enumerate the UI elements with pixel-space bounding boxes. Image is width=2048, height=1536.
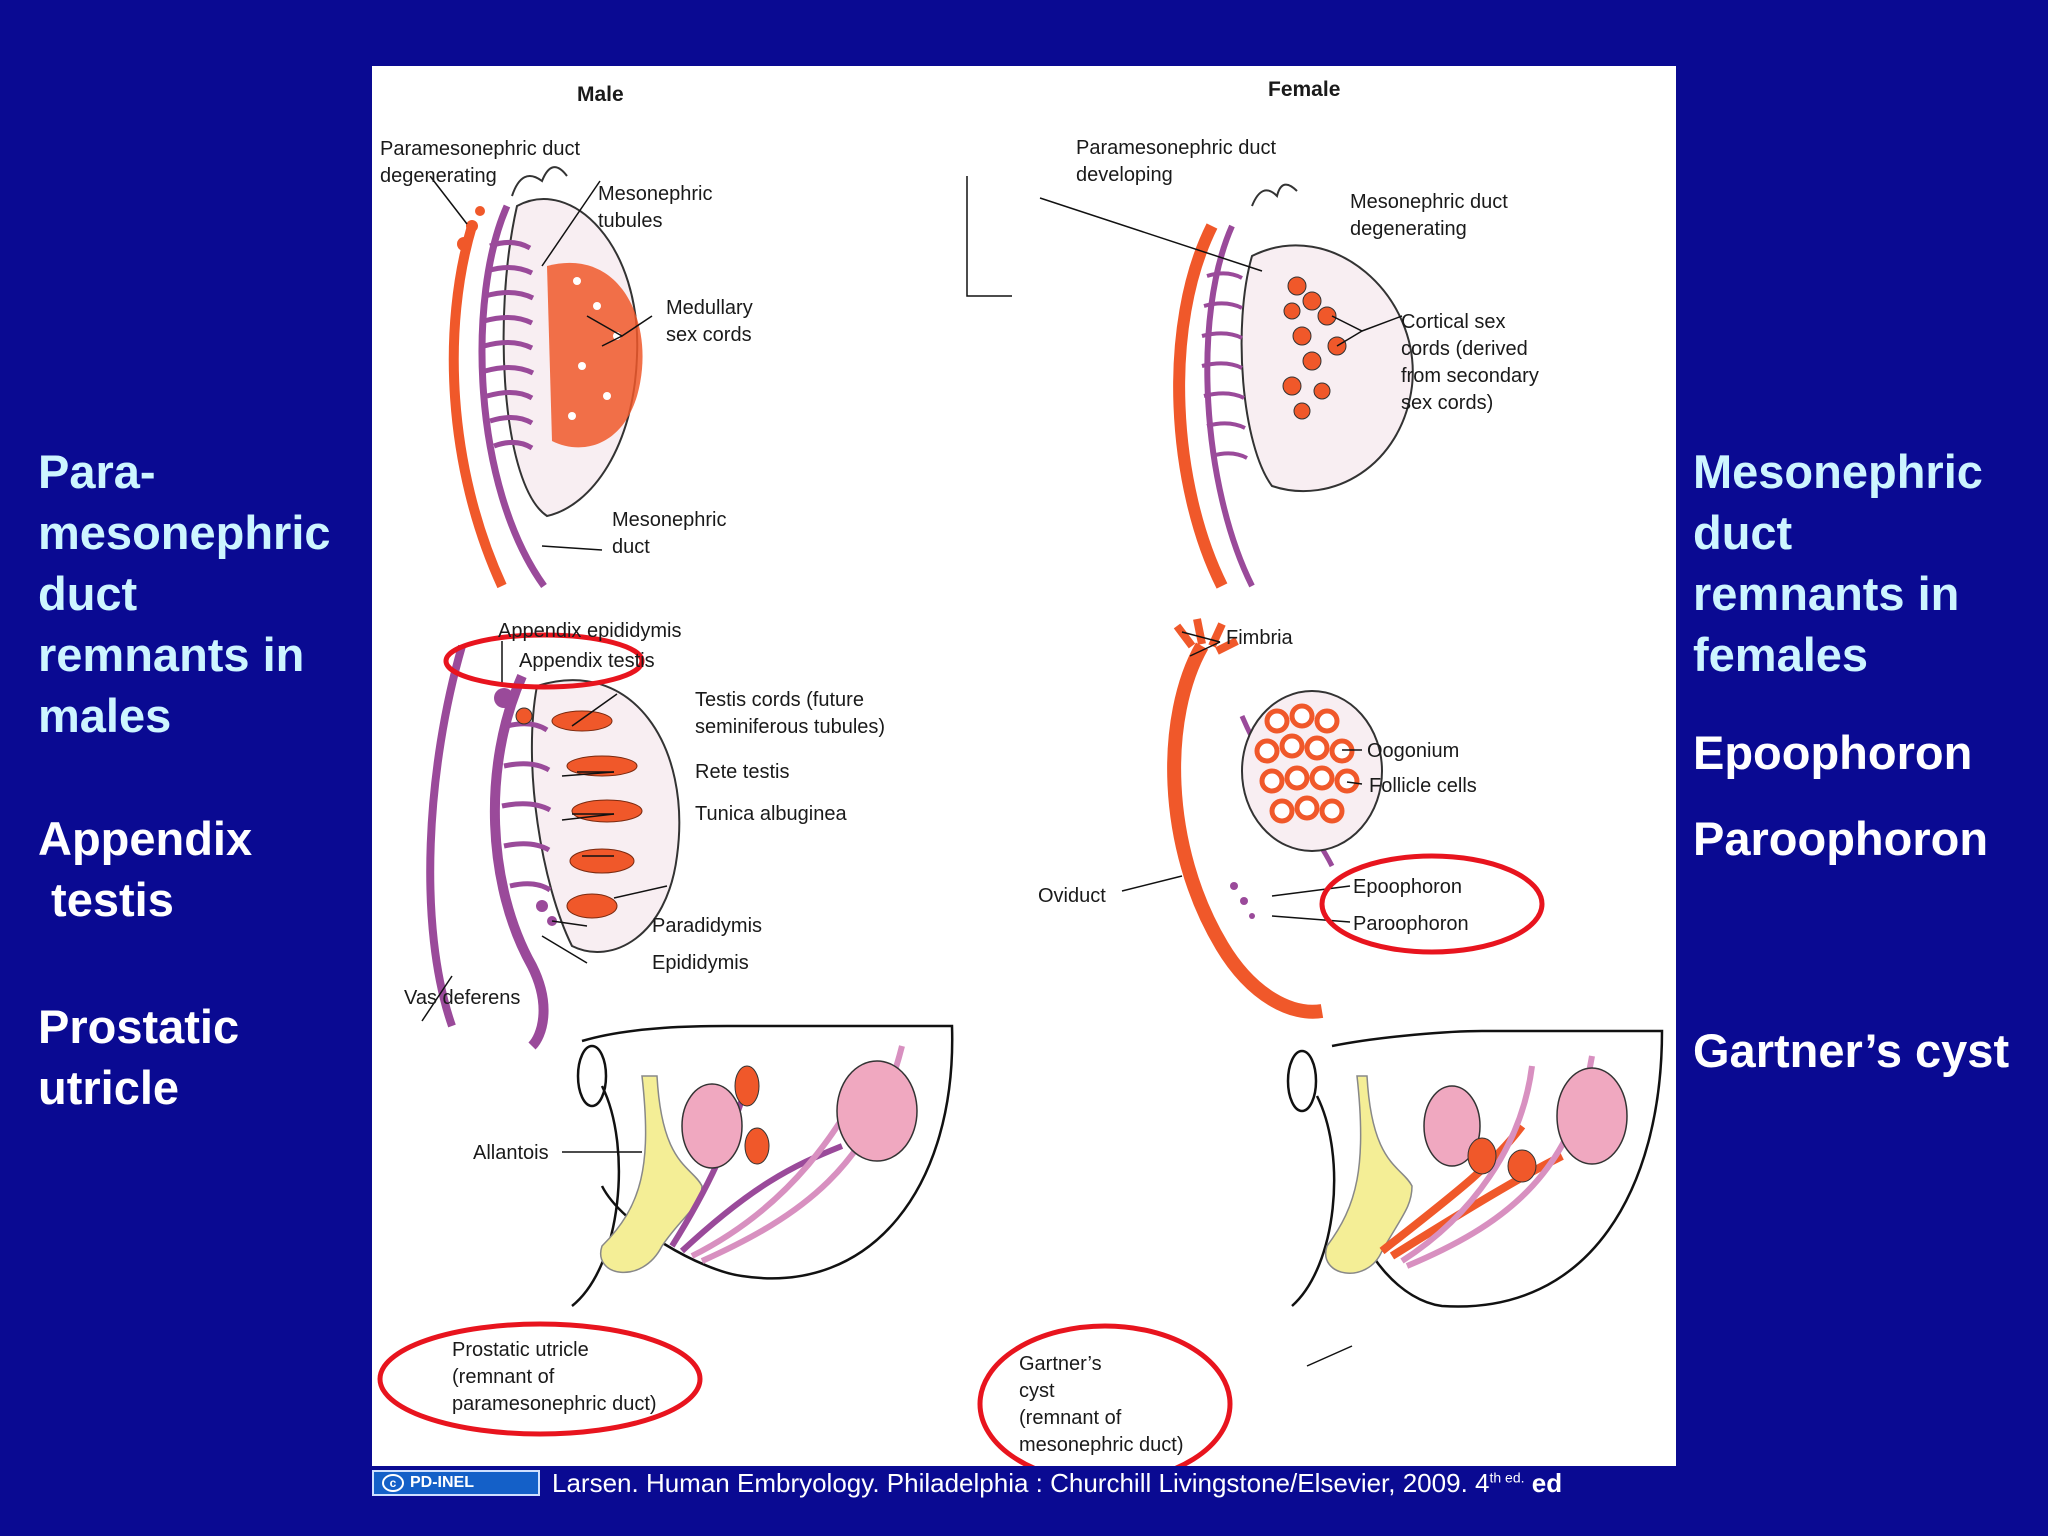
highlight-prostatic-utricle <box>377 1321 703 1437</box>
highlight-gartners-cyst <box>977 1323 1233 1466</box>
label-oogonium: Oogonium <box>1367 740 1459 762</box>
left-prostatic-utricle: Prostatic utricle <box>38 996 239 1118</box>
label-appendix-testis: Appendix testis <box>519 650 655 672</box>
right-title-line: females <box>1693 628 1869 681</box>
label-epididymis: Epididymis <box>652 952 749 974</box>
citation-footer: c PD-INEL Larsen. Human Embryology. Phil… <box>372 1466 1676 1502</box>
left-appendix-line: Appendix <box>38 812 253 865</box>
right-title-line: duct <box>1693 506 1793 559</box>
male-middle-diagram: Appendix epididymis Appendix testis Test… <box>404 620 885 1050</box>
left-annotations: Para- mesonephric duct remnants in males <box>38 441 331 746</box>
label-paradidymis: Paradidymis <box>652 915 762 937</box>
female-header: Female <box>1268 78 1340 101</box>
highlight-epoophoron-paroophoron <box>1319 853 1545 955</box>
left-appendix-testis: Appendix testis <box>38 808 252 930</box>
male-header: Male <box>577 83 624 106</box>
left-title-line: males <box>38 689 172 742</box>
female-middle-diagram: Fimbria Oogonium Follicle cells Oviduct … <box>1038 618 1545 1019</box>
left-appendix-line: testis <box>38 873 174 926</box>
label-paroophoron: Paroophoron <box>1353 913 1469 935</box>
label-tunica-albuginea: Tunica albuginea <box>695 803 847 825</box>
citation-main: Larsen. Human Embryology. Philadelphia :… <box>552 1468 1490 1498</box>
right-title-line: Mesonephric <box>1693 445 1983 498</box>
left-title-line: remnants in <box>38 628 305 681</box>
label-vas-deferens: Vas deferens <box>404 987 520 1009</box>
label-appendix-epididymis: Appendix epididymis <box>498 620 681 642</box>
right-epoophoron: Epoophoron <box>1693 726 1973 779</box>
label-epoophoron: Epoophoron <box>1353 876 1462 898</box>
license-label: PD-INEL <box>410 1474 474 1491</box>
right-title-line: remnants in <box>1693 567 1960 620</box>
left-title-line: duct <box>38 567 138 620</box>
creative-commons-icon: c <box>382 1474 404 1492</box>
left-prostatic-line: Prostatic <box>38 1000 240 1053</box>
label-fimbria: Fimbria <box>1226 627 1294 649</box>
left-prostatic-line: utricle <box>38 1061 180 1114</box>
right-annotations: Mesonephric duct remnants in females <box>1693 441 1983 685</box>
citation-end: ed <box>1524 1468 1563 1498</box>
label-rete-testis: Rete testis <box>695 761 789 783</box>
label-follicle-cells: Follicle cells <box>1369 775 1477 797</box>
license-badge: c PD-INEL <box>372 1470 540 1496</box>
right-gartners-cyst: Gartner’s cyst <box>1693 1024 2010 1077</box>
left-title-line: Para- <box>38 445 156 498</box>
left-title-line: mesonephric <box>38 506 331 559</box>
label-oviduct: Oviduct <box>1038 885 1106 907</box>
citation-sup: th ed. <box>1489 1469 1525 1486</box>
highlight-appendix-testis <box>443 632 645 690</box>
label-allantois: Allantois <box>473 1142 549 1164</box>
citation-text: Larsen. Human Embryology. Philadelphia :… <box>552 1468 1562 1499</box>
right-paroophoron: Paroophoron <box>1693 812 1989 865</box>
